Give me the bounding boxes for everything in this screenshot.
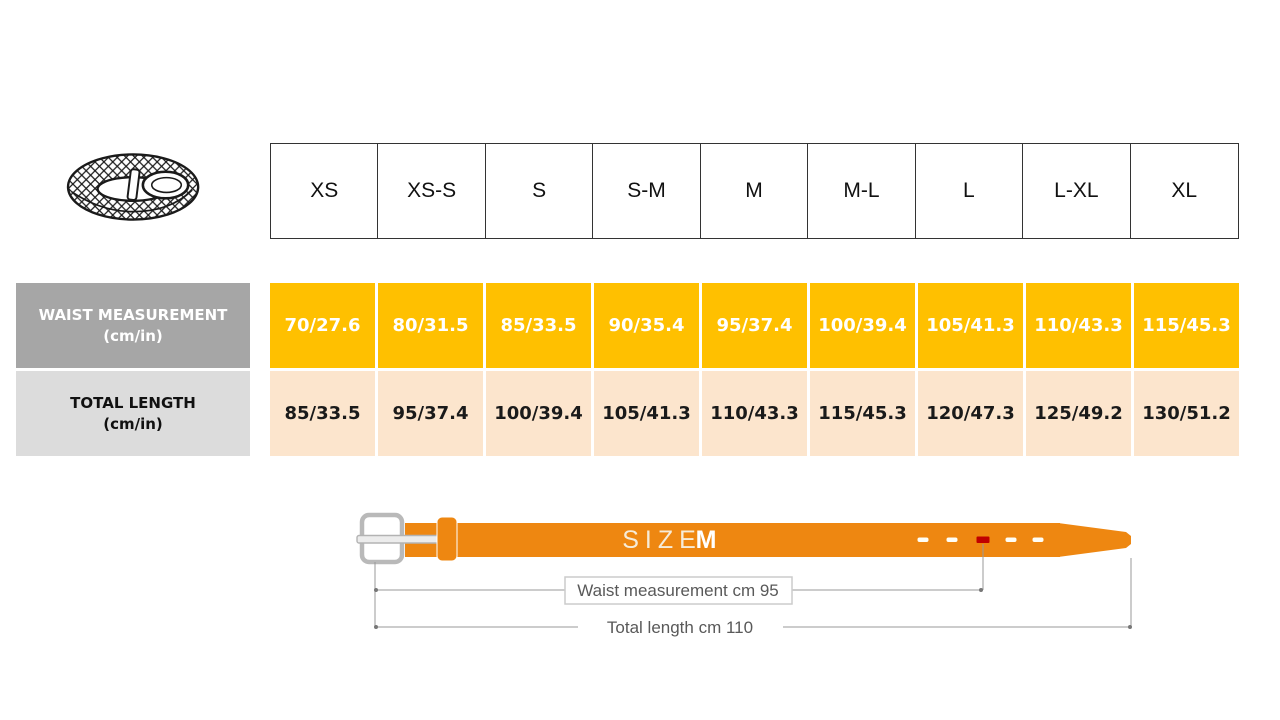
belt-keeper-icon	[436, 516, 458, 562]
waist-value-cell: 85/33.5	[486, 283, 591, 368]
waist-measurement-row-header: WAIST MEASUREMENT (cm/in)	[16, 283, 250, 368]
total-value-cell: 105/41.3	[594, 371, 699, 456]
size-cell: S-M	[593, 144, 701, 238]
size-cell: XS-S	[378, 144, 486, 238]
size-cell: S	[486, 144, 594, 238]
waist-measurement-unit: (cm/in)	[103, 326, 163, 345]
belt-measurement-diagram: SIZE M Waist measurement cm 95 Total len…	[356, 512, 1132, 639]
braided-belt-icon	[66, 153, 200, 221]
waist-line-end-dot	[979, 588, 983, 592]
size-cell: L-XL	[1023, 144, 1131, 238]
size-cell: XS	[271, 144, 379, 238]
size-value-label: M	[696, 526, 717, 554]
total-value-cell: 100/39.4	[486, 371, 591, 456]
total-length-callout: Total length cm 110	[607, 618, 753, 637]
waist-measurement-label: WAIST MEASUREMENT	[38, 305, 228, 324]
total-length-unit: (cm/in)	[103, 414, 163, 433]
total-value-cell: 110/43.3	[702, 371, 807, 456]
waist-value-cell: 115/45.3	[1134, 283, 1239, 368]
waist-value-cell: 90/35.4	[594, 283, 699, 368]
total-value-cell: 120/47.3	[918, 371, 1023, 456]
total-length-row-header: TOTAL LENGTH (cm/in)	[16, 371, 250, 456]
total-value-cell: 130/51.2	[1134, 371, 1239, 456]
belt-tip	[1058, 523, 1131, 557]
waist-value-cell: 95/37.4	[702, 283, 807, 368]
coil-separation-line	[71, 189, 193, 213]
belt-keeper-loop	[126, 168, 141, 201]
waist-value-cell: 80/31.5	[378, 283, 483, 368]
belt-strap	[405, 523, 1060, 557]
waist-line-end-dot	[374, 588, 378, 592]
total-value-cell: 125/49.2	[1026, 371, 1131, 456]
belt-holes-icon	[917, 536, 1044, 543]
waist-measurement-callout: Waist measurement cm 95	[577, 581, 779, 600]
marked-hole-icon	[976, 536, 990, 543]
size-cell: M-L	[808, 144, 916, 238]
size-word-label: SIZE	[622, 526, 702, 554]
waist-value-cell: 70/27.6	[270, 283, 375, 368]
total-value-cell: 95/37.4	[378, 371, 483, 456]
buckle-prong-icon	[356, 534, 439, 544]
total-value-cell: 115/45.3	[810, 371, 915, 456]
size-cell: M	[701, 144, 809, 238]
total-length-label-mask	[578, 613, 783, 639]
size-cell: L	[916, 144, 1024, 238]
total-length-label: TOTAL LENGTH	[70, 393, 196, 412]
total-value-cell: 85/33.5	[270, 371, 375, 456]
total-line-end-dot	[1128, 625, 1132, 629]
total-line-end-dot	[374, 625, 378, 629]
size-cell: XL	[1171, 179, 1198, 202]
waist-value-cell: 105/41.3	[918, 283, 1023, 368]
buckle-inner	[150, 176, 183, 194]
waist-measurement-callout-box	[564, 576, 793, 605]
waist-value-cell: 110/43.3	[1026, 283, 1131, 368]
waist-value-cell: 100/39.4	[810, 283, 915, 368]
